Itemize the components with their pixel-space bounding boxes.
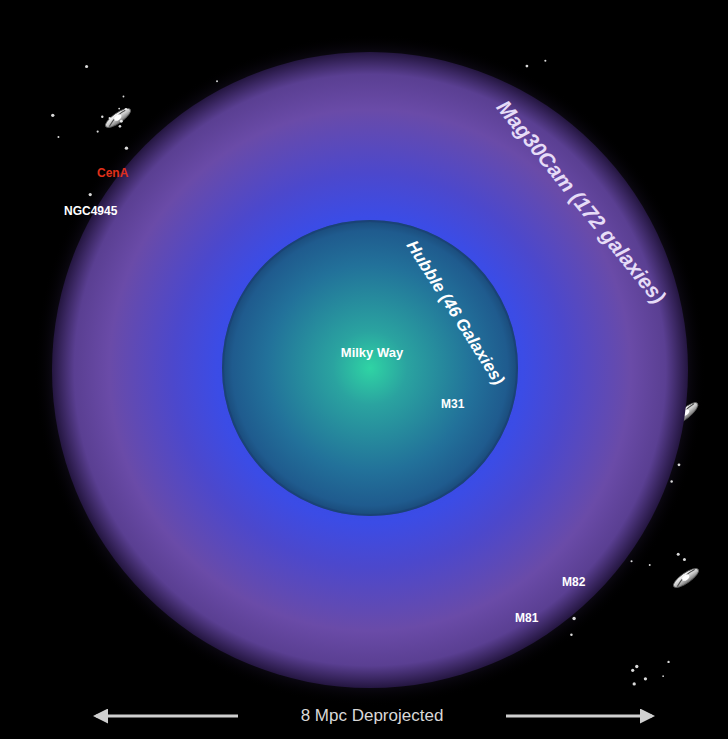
galaxy-name: M31 <box>441 397 464 411</box>
dwarf-galaxy-dot <box>544 60 546 62</box>
dwarf-galaxy-dot <box>667 661 669 663</box>
dwarf-galaxy-dot <box>633 682 636 685</box>
dwarf-galaxy-dot <box>101 116 103 118</box>
survey-region-circle: Mag30Cam (172 galaxies)Hubble (46 Galaxi… <box>52 52 688 688</box>
dwarf-galaxy-dot <box>119 125 122 128</box>
region-disc <box>222 220 518 516</box>
dwarf-galaxy-dot <box>51 114 54 117</box>
dwarf-galaxy-dot <box>109 117 111 119</box>
galaxy-name: M81 <box>515 611 538 625</box>
dwarf-galaxy-dot <box>216 80 218 82</box>
dwarf-galaxy-dot <box>89 193 92 196</box>
dwarf-galaxy-dot <box>125 108 128 111</box>
dwarf-galaxy-dot <box>120 120 123 123</box>
scale-bar-label: 8 Mpc Deprojected <box>301 706 444 726</box>
dwarf-galaxy-dot <box>85 65 88 68</box>
dwarf-galaxy-dot <box>677 553 680 556</box>
dwarf-galaxy-dot <box>678 463 681 466</box>
dwarf-galaxy-dot <box>118 108 120 110</box>
dwarf-galaxy-dot <box>125 146 128 149</box>
region-rim <box>223 221 517 515</box>
dwarf-galaxy-dot <box>662 675 664 677</box>
dwarf-galaxy-dot <box>683 558 686 561</box>
dwarf-galaxy-dot <box>644 677 647 680</box>
dwarf-galaxy-dot <box>635 665 638 668</box>
dwarf-galaxy-dot <box>123 96 125 98</box>
survey-region-circle: Hubble (46 Galaxies) <box>222 220 518 516</box>
galaxy-name: M82 <box>562 575 585 589</box>
dwarf-galaxy-dot <box>526 65 529 68</box>
galaxy-name: CenA <box>97 166 128 180</box>
dwarf-galaxy-dot <box>570 633 572 635</box>
dwarf-galaxy-dot <box>572 617 575 620</box>
dwarf-galaxy-dot <box>631 669 634 672</box>
dwarf-galaxy-dot <box>631 560 633 562</box>
region-disc <box>52 52 688 688</box>
dwarf-galaxy-dot <box>649 564 651 566</box>
dwarf-galaxy-dot <box>97 131 99 133</box>
dwarf-galaxy-dot <box>670 480 672 482</box>
galaxy-name: Milky Way <box>341 345 403 360</box>
galaxy-name: NGC4945 <box>64 204 117 218</box>
dwarf-galaxy-dot <box>57 136 59 138</box>
region-outline <box>222 220 518 516</box>
